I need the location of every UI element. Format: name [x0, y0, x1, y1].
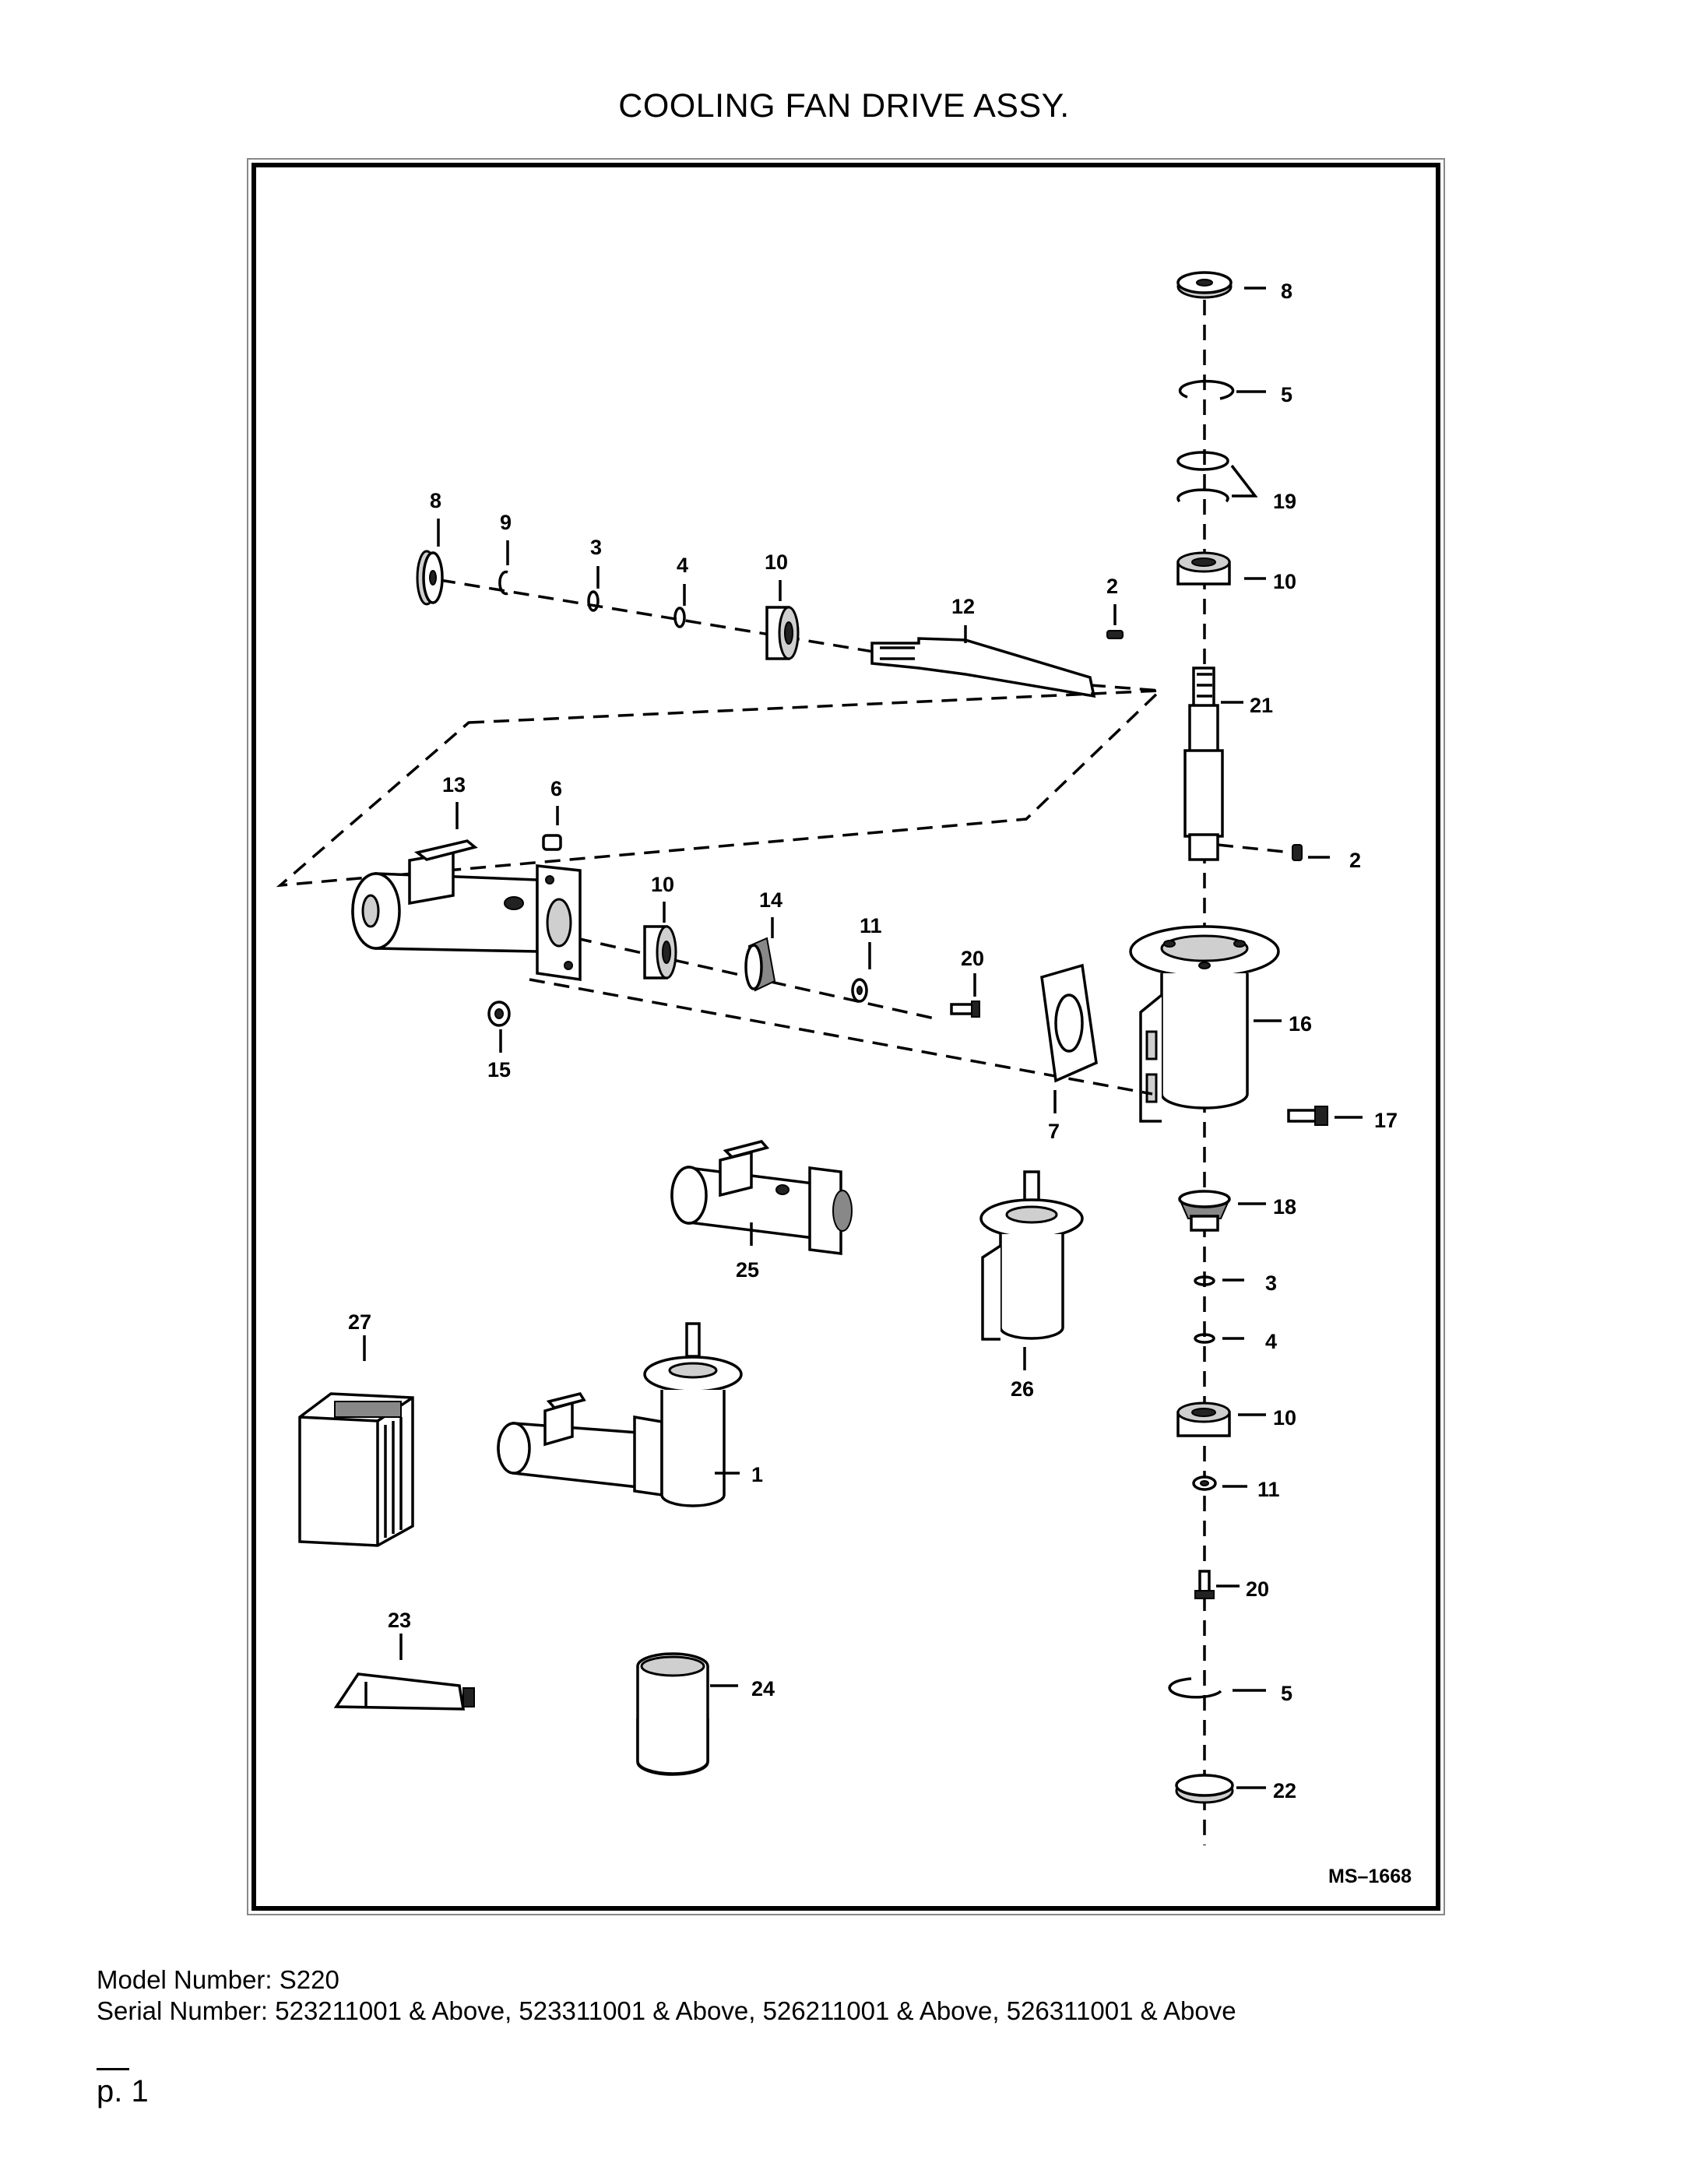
part-3-ring-horizontal [587, 590, 600, 612]
part-6-plug [542, 834, 562, 851]
diagram-code: MS–1668 [1328, 1866, 1412, 1887]
part-18-bevel-gear-vertical [1178, 1190, 1231, 1232]
part-15-nut [487, 1001, 511, 1027]
callout-10-horizontal-middle: 10 [651, 873, 674, 896]
callout-1: 1 [751, 1463, 763, 1486]
part-4-ring-vertical [1194, 1333, 1215, 1344]
callout-24: 24 [751, 1677, 775, 1700]
callout-22: 22 [1273, 1779, 1296, 1802]
callout-26: 26 [1011, 1377, 1034, 1401]
callout-8-vertical: 8 [1281, 280, 1292, 303]
callout-4-horizontal: 4 [677, 554, 688, 577]
model-number: Model Number: S220 [97, 1965, 339, 1994]
part-9-ring [498, 570, 508, 596]
upper-shaft-axis [439, 579, 1161, 692]
callout-3-vertical: 3 [1265, 1271, 1277, 1295]
kit-leaders [363, 1222, 1026, 1687]
part-13-tube-housing [351, 839, 582, 982]
callout-27: 27 [348, 1310, 371, 1334]
callout-4-vertical: 4 [1265, 1330, 1277, 1353]
part-21-vertical-shaft [1183, 666, 1224, 861]
part-23-sealant-tube [333, 1672, 475, 1711]
middle-row-leaders [455, 802, 1057, 1113]
callout-21: 21 [1250, 694, 1273, 717]
upper-row-leaders [437, 519, 1117, 643]
callout-16: 16 [1289, 1012, 1312, 1036]
part-17-bolt [1287, 1106, 1328, 1126]
callout-14: 14 [759, 888, 782, 912]
callout-9: 9 [500, 511, 512, 534]
part-10-bearing-horizontal-top [765, 606, 800, 660]
serial-number: Serial Number: 523211001 & Above, 523311… [97, 1996, 1236, 2025]
part-24-sleeve [636, 1652, 709, 1776]
part-2-key-horizontal [1106, 630, 1124, 639]
callout-10-vertical-top: 10 [1273, 570, 1296, 593]
part-11-nut-horizontal [851, 978, 868, 1003]
callout-13: 13 [442, 773, 466, 797]
page-number-rule [97, 2068, 129, 2070]
part-25-tube-subassembly [670, 1140, 853, 1255]
right-column-leaders [1216, 287, 1363, 1789]
part-19-shims [1176, 451, 1229, 503]
callout-5-bottom: 5 [1281, 1682, 1292, 1705]
part-26-housing-subassembly [979, 1170, 1084, 1341]
part-7-gasket [1040, 963, 1098, 1083]
callout-7: 7 [1048, 1120, 1060, 1143]
callout-11-vertical: 11 [1257, 1478, 1280, 1501]
callout-8-horizontal: 8 [430, 489, 441, 512]
part-2-key-vertical [1217, 843, 1303, 861]
callout-18: 18 [1273, 1195, 1296, 1219]
callout-5-top: 5 [1281, 383, 1292, 406]
callout-10-horizontal-top: 10 [765, 550, 788, 574]
part-3-ring-vertical [1194, 1275, 1215, 1286]
callout-25: 25 [736, 1258, 759, 1282]
callout-19: 19 [1273, 490, 1296, 513]
part-12-horizontal-shaft [870, 637, 1096, 698]
model-serial-info: Model Number: S220 Serial Number: 523211… [97, 1964, 1236, 2027]
diagram-outer-frame [247, 158, 1445, 1915]
page-title: COOLING FAN DRIVE ASSY. [618, 87, 1070, 125]
part-11-nut-vertical [1192, 1475, 1217, 1491]
part-10-bearing-horizontal-middle [643, 925, 677, 979]
part-8-washer-vertical [1176, 271, 1233, 299]
part-10-bearing-vertical-bottom [1176, 1401, 1231, 1437]
shaft-enclosure-outline [276, 689, 1164, 888]
callout-2-vertical: 2 [1349, 849, 1361, 872]
page-number: p. 1 [97, 2074, 149, 2108]
callout-12: 12 [951, 595, 975, 618]
part-10-bearing-vertical-top [1176, 551, 1231, 586]
callout-20-horizontal: 20 [961, 947, 984, 970]
callout-3-horizontal: 3 [590, 536, 602, 559]
callout-17: 17 [1374, 1109, 1398, 1132]
callout-11-horizontal: 11 [860, 914, 882, 937]
callout-23: 23 [388, 1609, 411, 1632]
callout-6: 6 [550, 777, 562, 800]
part-16-gearbox-housing [1129, 925, 1280, 1123]
part-4-ring-horizontal [673, 607, 686, 628]
part-14-bevel-gear-horizontal [744, 937, 776, 992]
callout-15: 15 [487, 1058, 511, 1081]
part-8-washer-horizontal [416, 550, 444, 606]
part-27-kit-box [298, 1392, 414, 1547]
part-5-snap-ring-top [1178, 379, 1235, 400]
callout-10-vertical-bottom: 10 [1273, 1406, 1296, 1430]
callout-20-vertical: 20 [1246, 1577, 1269, 1601]
part-20-screw-horizontal [950, 1001, 980, 1018]
diagram-frame [251, 163, 1440, 1911]
part-22-cap [1175, 1774, 1234, 1804]
part-5-snap-ring-bottom [1168, 1677, 1222, 1699]
part-1-complete-drive-assembly [497, 1322, 743, 1507]
part-20-screw-vertical [1194, 1570, 1215, 1599]
callout-2-horizontal: 2 [1106, 575, 1118, 598]
